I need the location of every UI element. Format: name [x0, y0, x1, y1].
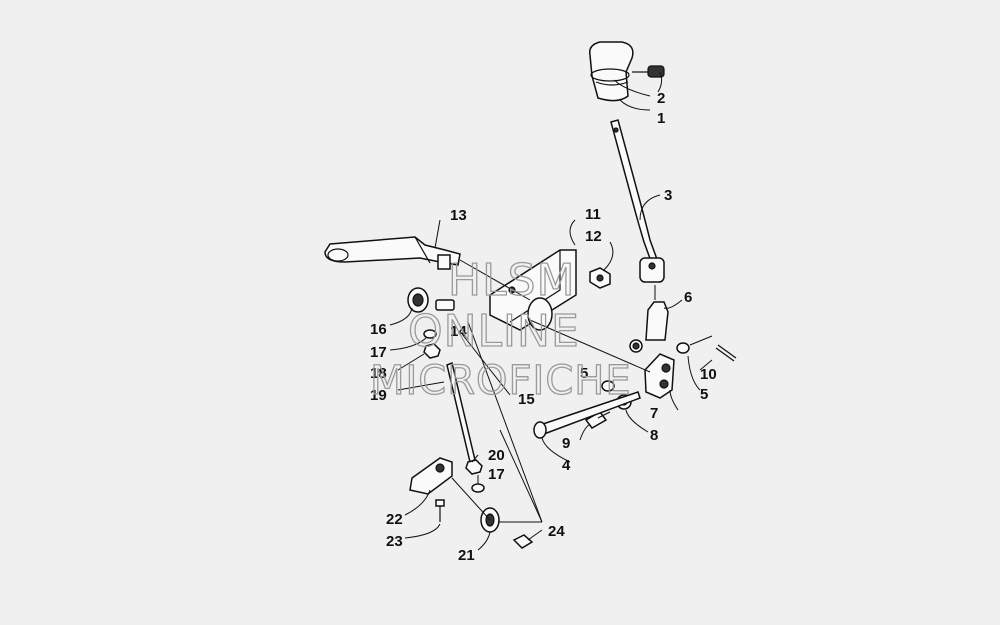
shift-lever-part[interactable] — [610, 119, 665, 283]
callout-4: 4 — [562, 457, 571, 474]
cotter-pin-10-part[interactable] — [715, 344, 737, 362]
callout-12: 12 — [585, 228, 602, 245]
callout-7: 7 — [650, 405, 658, 422]
leader-lines — [389, 71, 713, 551]
pivot-block-7-part[interactable] — [644, 353, 675, 399]
callout-3: 3 — [664, 187, 672, 204]
hex-nut-12-part[interactable] — [589, 267, 611, 289]
callout-23: 23 — [386, 533, 403, 550]
callout-5a: 5 — [580, 365, 588, 382]
callout-19: 19 — [370, 387, 387, 404]
shift-arm-22-part[interactable] — [409, 457, 453, 495]
callout-21: 21 — [458, 547, 475, 564]
callout-24: 24 — [548, 523, 565, 540]
callout-10: 10 — [700, 366, 717, 383]
watermark: HLSM ONLINE MICROFICHE — [369, 254, 632, 404]
guide-lines — [451, 259, 713, 521]
pivot-pin-4-part[interactable] — [533, 391, 641, 439]
watermark-line3: MICROFICHE — [370, 358, 632, 404]
callout-22: 22 — [386, 511, 403, 528]
callout-8: 8 — [650, 427, 658, 444]
callout-13: 13 — [450, 207, 467, 224]
washer-5a-part[interactable] — [601, 380, 615, 392]
callout-5b: 5 — [700, 386, 708, 403]
callout-9: 9 — [562, 435, 570, 452]
callout-6: 6 — [684, 289, 692, 306]
bolt-14-part[interactable] — [435, 299, 455, 311]
callout-17b: 17 — [488, 466, 505, 483]
nut-20-part[interactable] — [465, 459, 483, 475]
callout-17a: 17 — [370, 344, 387, 361]
callout-20: 20 — [488, 447, 505, 464]
set-screw-part[interactable] — [632, 65, 665, 78]
watermark-line1: HLSM — [448, 255, 576, 306]
nut-18-part[interactable] — [423, 343, 441, 359]
callout-2: 2 — [657, 90, 665, 107]
spring-6-part[interactable] — [629, 301, 669, 353]
bolt-24-part[interactable] — [512, 534, 534, 549]
rod-end-16-part[interactable] — [407, 287, 429, 313]
callout-16: 16 — [370, 321, 387, 338]
callout-18: 18 — [370, 365, 387, 382]
washer-17b-part[interactable] — [471, 483, 485, 493]
watermark-line2: ONLINE — [408, 306, 580, 357]
shift-knob-part[interactable] — [588, 41, 634, 102]
pedal-arm-part[interactable] — [324, 236, 461, 270]
callout-1: 1 — [657, 110, 665, 127]
callout-14: 14 — [450, 323, 467, 340]
bolt-23-part[interactable] — [435, 499, 445, 522]
callout-11: 11 — [585, 206, 601, 223]
washer-5b-part[interactable] — [676, 342, 690, 354]
callout-15: 15 — [518, 391, 535, 408]
washer-17a-part[interactable] — [423, 329, 437, 339]
